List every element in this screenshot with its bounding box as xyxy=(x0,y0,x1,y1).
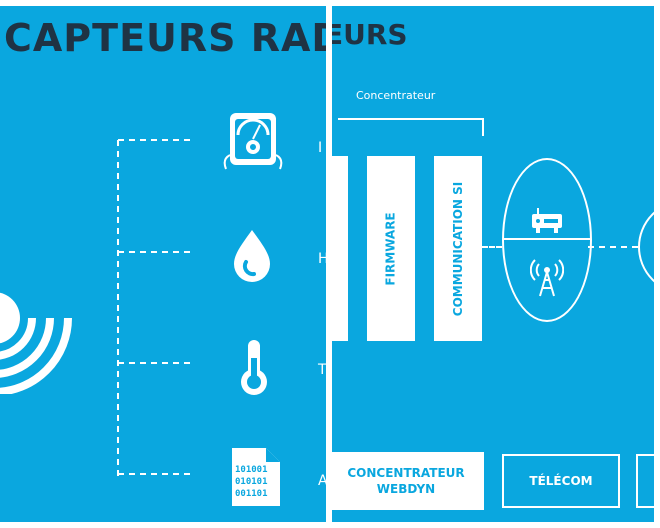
concentrateur-webdyn-box: CONCENTRATEUR WEBDYN xyxy=(332,452,484,510)
row-label-4: A xyxy=(318,473,326,489)
antenna-icon xyxy=(530,259,564,297)
left-slide-panel: CAPTEURS RADI I H xyxy=(0,6,326,522)
row-label-2: H xyxy=(318,251,326,267)
slide-title-partial: EURS xyxy=(332,18,408,51)
module-partial xyxy=(332,156,348,341)
concentrator-label: Concentrateur xyxy=(356,89,436,102)
router-icon xyxy=(532,208,562,233)
binary-line-1: 101001 xyxy=(235,465,268,475)
row-label-3: T xyxy=(318,362,326,378)
binary-file-icon: 101001 010101 001101 xyxy=(230,446,282,512)
telecom-circle xyxy=(502,158,592,322)
water-drop-icon xyxy=(232,228,272,288)
multimeter-icon xyxy=(222,111,284,177)
binary-line-3: 001101 xyxy=(235,489,268,499)
module-firmware-label: FIRMWARE xyxy=(384,211,399,286)
concentrateur-label-line1: CONCENTRATEUR xyxy=(347,466,465,480)
binary-line-2: 010101 xyxy=(235,477,268,487)
wireless-signal-icon xyxy=(0,292,72,394)
telecom-box: TÉLÉCOM xyxy=(502,454,620,508)
row-label-1: I xyxy=(318,140,323,156)
module-communication-label: COMMUNICATION SI xyxy=(451,181,466,316)
module-communication: COMMUNICATION SI xyxy=(434,156,482,341)
connector-lines xyxy=(117,139,190,476)
module-firmware: FIRMWARE xyxy=(367,156,415,341)
partial-box xyxy=(636,454,654,508)
circle-divider xyxy=(504,238,590,240)
partial-circle xyxy=(638,200,654,294)
concentrateur-label-line2: WEBDYN xyxy=(376,482,436,496)
slide-title: CAPTEURS RADI xyxy=(4,16,326,60)
right-slide-panel: EURS Concentrateur FIRMWARE COMMUNICATIO… xyxy=(332,6,654,522)
thermometer-icon xyxy=(238,338,270,402)
concentrator-bracket xyxy=(338,118,484,136)
dashed-link-1 xyxy=(482,246,502,248)
dashed-link-2 xyxy=(588,246,638,248)
telecom-label: TÉLÉCOM xyxy=(529,474,593,488)
